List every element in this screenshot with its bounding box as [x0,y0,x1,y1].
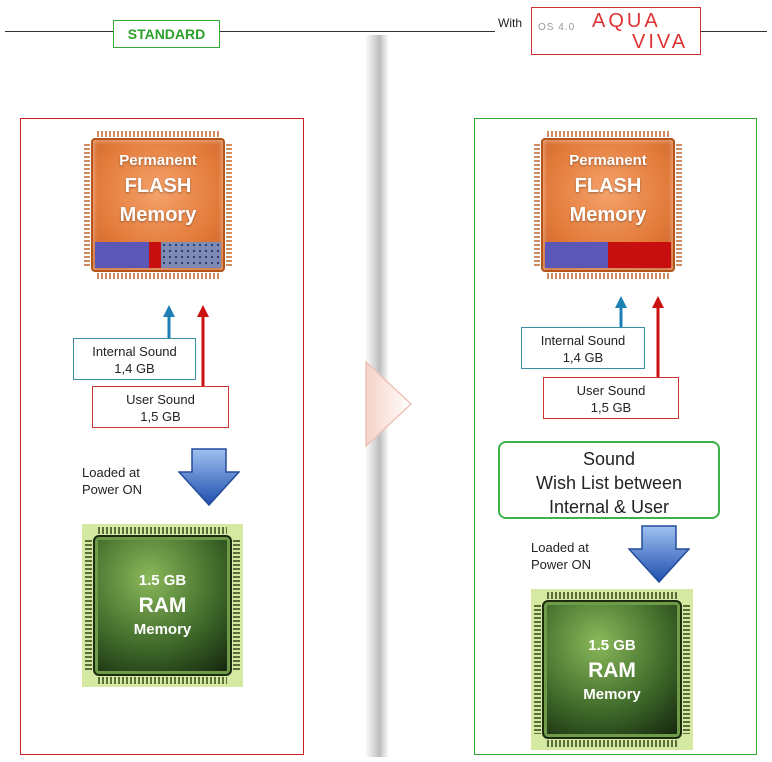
user-sound-segment [608,242,671,268]
flash-title-line3: Memory [119,204,197,226]
flash-title-line1: Permanent [119,152,197,169]
with-label: With [498,16,522,30]
internal-sound-label: Internal Sound 1,4 GB [73,338,196,380]
header-line-middle [220,31,495,32]
loaded-at-power-on-label: Loaded at Power ON [531,540,591,572]
internal-sound-label: Internal Sound 1,4 GB [521,327,645,369]
flash-title-line3: Memory [569,204,647,226]
left-ram-chip: 1.5 GB RAM Memory [82,524,243,687]
unused-space-segment [161,242,221,268]
logo-word-viva: VIVA [632,31,689,53]
internal-sound-segment [95,242,149,268]
transition-arrow-icon [365,360,413,448]
internal-sound-arrow-icon [163,305,175,339]
flash-title-line2: FLASH [574,175,642,197]
right-flash-chip: Permanent FLASH Memory [533,130,683,280]
ram-title: RAM [588,659,636,682]
ram-subtitle: Memory [133,621,192,638]
header-line-right [701,31,767,32]
user-sound-label: User Sound 1,5 GB [92,386,229,428]
standard-label: STANDARD [113,20,220,48]
user-sound-label: User Sound 1,5 GB [543,377,679,419]
ram-size: 1.5 GB [588,637,636,654]
ram-title: RAM [138,594,187,617]
header-line-left [5,31,113,32]
ram-size: 1.5 GB [138,572,187,589]
right-ram-chip: 1.5 GB RAM Memory [531,589,693,750]
logo-os-version: OS 4.0 [538,22,576,33]
flash-storage-bar [95,242,221,268]
ram-subtitle: Memory [583,686,641,703]
aquaviva-logo: OS 4.0 AQUA VIVA [531,7,701,55]
flash-title-line2: FLASH [124,175,192,197]
user-sound-arrow-icon [197,305,209,387]
loaded-at-power-on-label: Loaded at Power ON [82,465,142,497]
internal-sound-arrow-icon [615,296,627,328]
flash-storage-bar [545,242,671,268]
logo-word-aqua: AQUA [592,10,661,32]
load-down-arrow-icon [178,448,240,506]
left-flash-chip: Permanent FLASH Memory [83,130,233,280]
user-sound-segment [149,242,161,268]
sound-wish-list-box: Sound Wish List between Internal & User [498,441,720,519]
load-down-arrow-icon [628,525,690,583]
flash-title-line1: Permanent [569,152,647,169]
user-sound-arrow-icon [652,296,664,378]
internal-sound-segment [545,242,608,268]
